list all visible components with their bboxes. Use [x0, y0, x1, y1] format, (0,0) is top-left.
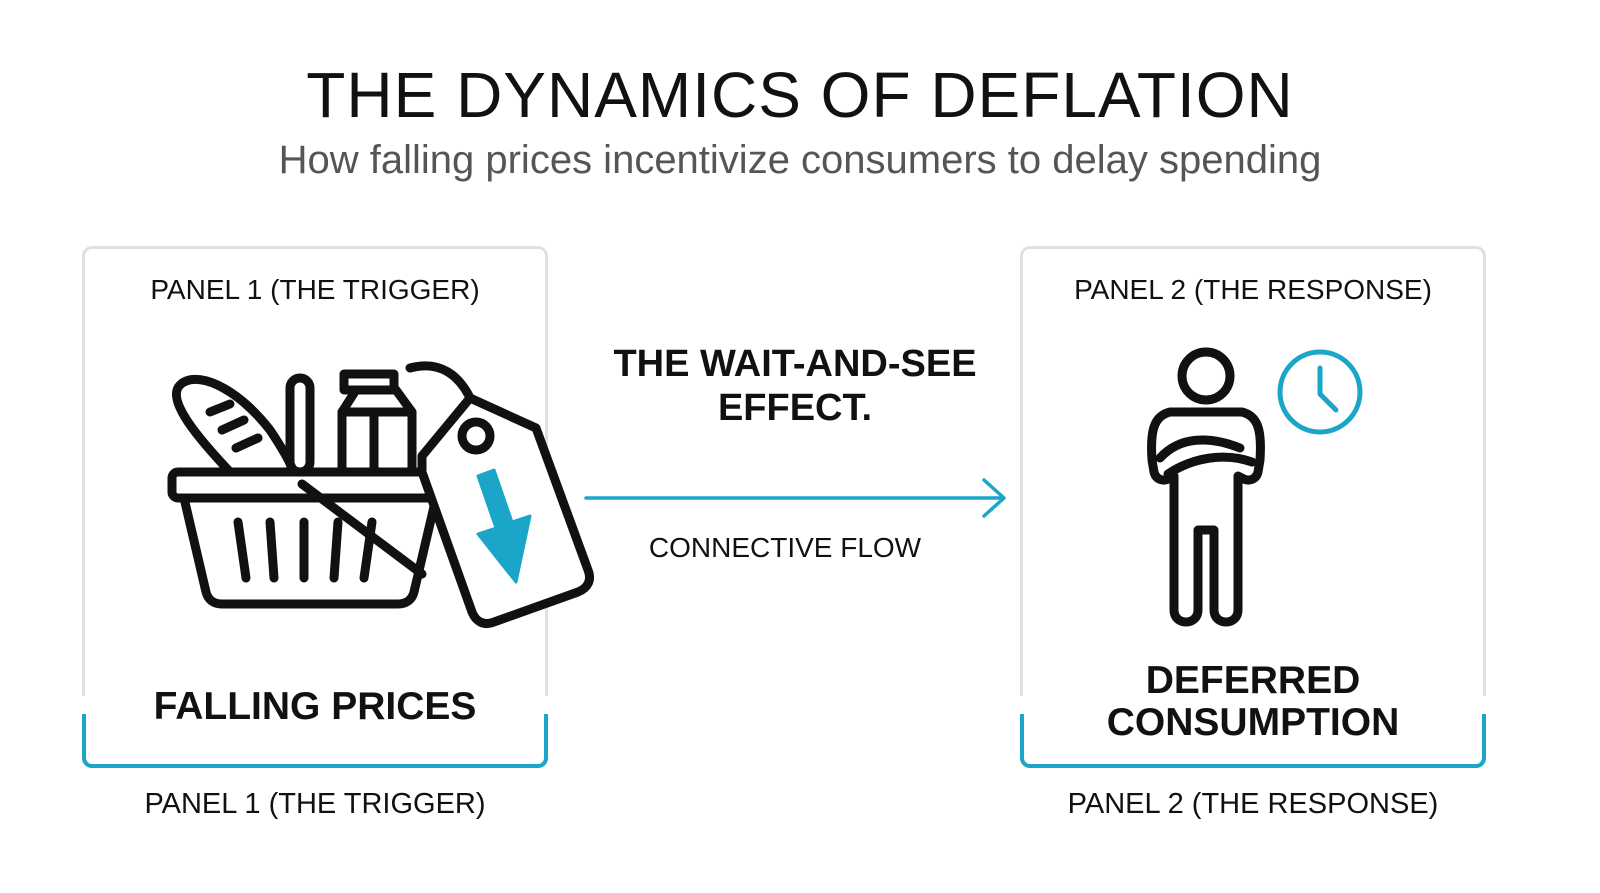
grocery-basket-price-tag-down-icon — [167, 361, 595, 629]
panel-label: FALLING PRICES — [153, 685, 477, 728]
waiting-person-clock-icon — [1147, 347, 1363, 627]
panel-header: PANEL 1 (THE TRIGGER) — [150, 274, 480, 305]
panel-header: PANEL 2 (THE RESPONSE) — [1074, 274, 1432, 305]
panel-frame-top — [1020, 246, 1486, 696]
panel-trigger: PANEL 1 (THE TRIGGER) FALLING PRICES — [82, 246, 548, 768]
page-title: THE DYNAMICS OF DEFLATION — [306, 59, 1294, 131]
arrow-right-icon — [584, 478, 1006, 518]
panel-caption: PANEL 1 (THE TRIGGER) — [144, 788, 486, 820]
page-subtitle: How falling prices incentivize consumers… — [278, 138, 1322, 182]
panel-caption: PANEL 2 (THE RESPONSE) — [1067, 788, 1439, 820]
panel-frame-bottom-accent — [82, 714, 548, 768]
connector-caption: CONNECTIVE FLOW — [648, 532, 922, 563]
panel-frame-bottom-accent — [1020, 714, 1486, 768]
